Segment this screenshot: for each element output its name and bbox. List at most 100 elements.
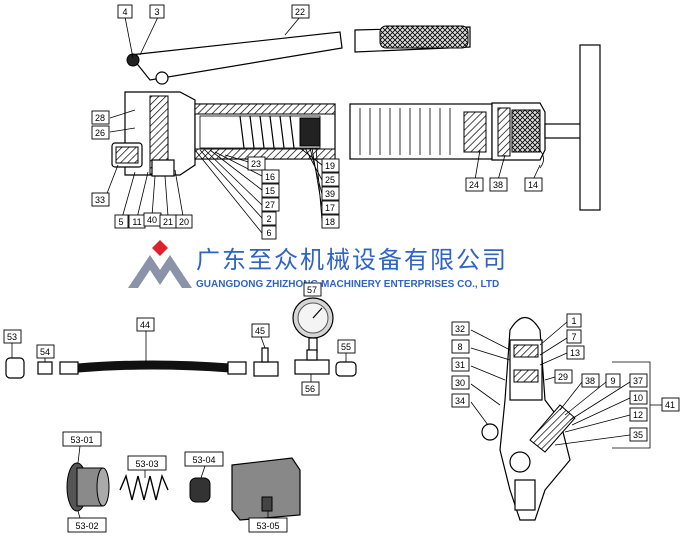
svg-text:25: 25 bbox=[325, 175, 335, 185]
svg-text:53-04: 53-04 bbox=[192, 455, 215, 465]
label-53-03: 53-03 bbox=[127, 455, 167, 471]
svg-text:56: 56 bbox=[305, 384, 315, 394]
label-40: 40 bbox=[143, 212, 162, 227]
label-29: 29 bbox=[554, 369, 573, 384]
svg-text:20: 20 bbox=[179, 217, 189, 227]
svg-text:53: 53 bbox=[7, 332, 17, 342]
label-21: 21 bbox=[159, 214, 177, 229]
svg-text:33: 33 bbox=[95, 195, 105, 205]
label-34: 34 bbox=[451, 393, 470, 408]
svg-text:44: 44 bbox=[140, 320, 150, 330]
svg-text:15: 15 bbox=[265, 186, 275, 196]
svg-text:24: 24 bbox=[469, 180, 479, 190]
svg-text:35: 35 bbox=[633, 430, 643, 440]
label-35: 35 bbox=[629, 427, 648, 442]
label-17: 17 bbox=[321, 200, 340, 215]
company-name-cn: 广东至众机械设备有限公司 bbox=[196, 246, 508, 274]
coupler-leaders bbox=[77, 445, 269, 519]
valve-assembly bbox=[481, 316, 576, 521]
label-53-04: 53-04 bbox=[184, 451, 224, 467]
svg-text:29: 29 bbox=[558, 372, 568, 382]
svg-text:21: 21 bbox=[163, 217, 173, 227]
hand-pump-assembly bbox=[111, 25, 601, 211]
svg-text:30: 30 bbox=[455, 378, 465, 388]
coupler-labels: 53-01 53-03 53-04 53-02 53-05 bbox=[62, 431, 288, 533]
svg-text:5: 5 bbox=[118, 217, 123, 227]
svg-text:26: 26 bbox=[95, 128, 105, 138]
accessory-leaders bbox=[11, 331, 347, 382]
svg-text:4: 4 bbox=[122, 7, 127, 17]
label-57: 57 bbox=[303, 282, 322, 297]
svg-text:10: 10 bbox=[633, 393, 643, 403]
svg-text:53-03: 53-03 bbox=[135, 459, 158, 469]
svg-text:12: 12 bbox=[633, 410, 643, 420]
label-7: 7 bbox=[566, 329, 582, 344]
company-name-en: GUANGDONG ZHIZHONG MACHINERY ENTERPRISES… bbox=[196, 279, 499, 290]
label-39: 39 bbox=[321, 186, 340, 201]
svg-text:6: 6 bbox=[266, 228, 271, 238]
label-20: 20 bbox=[175, 214, 193, 229]
svg-text:11: 11 bbox=[132, 217, 141, 227]
label-32: 32 bbox=[451, 321, 470, 336]
label-16: 16 bbox=[261, 169, 280, 184]
label-18: 18 bbox=[321, 214, 340, 229]
svg-text:34: 34 bbox=[455, 396, 465, 406]
label-4: 4 bbox=[117, 4, 133, 19]
svg-text:38: 38 bbox=[493, 180, 503, 190]
label-9: 9 bbox=[605, 373, 621, 388]
svg-text:18: 18 bbox=[325, 217, 335, 227]
label-14: 14 bbox=[524, 177, 543, 192]
label-55: 55 bbox=[337, 339, 356, 354]
svg-text:41: 41 bbox=[665, 400, 675, 410]
label-54: 54 bbox=[36, 344, 55, 359]
label-11: 11 bbox=[128, 214, 146, 229]
label-8: 8 bbox=[451, 339, 470, 354]
svg-text:40: 40 bbox=[147, 215, 157, 225]
label-38: 38 bbox=[581, 373, 600, 388]
label-53-05: 53-05 bbox=[248, 517, 288, 533]
svg-text:55: 55 bbox=[341, 342, 351, 352]
label-1: 1 bbox=[566, 313, 582, 328]
svg-text:2: 2 bbox=[266, 214, 271, 224]
label-24: 24 bbox=[465, 177, 484, 192]
svg-text:14: 14 bbox=[528, 180, 538, 190]
svg-text:53-05: 53-05 bbox=[256, 521, 279, 531]
label-13: 13 bbox=[566, 345, 585, 360]
svg-text:19: 19 bbox=[325, 161, 335, 171]
svg-text:37: 37 bbox=[633, 376, 643, 386]
label-53: 53 bbox=[3, 329, 22, 344]
label-25: 25 bbox=[321, 172, 340, 187]
label-56: 56 bbox=[301, 381, 320, 396]
label-10: 10 bbox=[629, 390, 648, 405]
svg-text:53-02: 53-02 bbox=[75, 521, 98, 531]
coupler-parts bbox=[66, 457, 301, 521]
svg-text:28: 28 bbox=[95, 113, 105, 123]
svg-text:39: 39 bbox=[325, 189, 335, 199]
pump-leader-lines bbox=[105, 16, 541, 234]
label-38: 38 bbox=[489, 177, 508, 192]
label-15: 15 bbox=[261, 183, 280, 198]
label-19: 19 bbox=[321, 158, 340, 173]
valve-labels: 32 8 31 30 34 1 7 13 29 38 9 37 10 12 35… bbox=[451, 313, 680, 442]
svg-text:16: 16 bbox=[265, 172, 275, 182]
label-2: 2 bbox=[261, 211, 277, 226]
svg-text:38: 38 bbox=[585, 376, 595, 386]
label-23: 23 bbox=[247, 156, 266, 171]
svg-text:53-01: 53-01 bbox=[70, 435, 93, 445]
label-3: 3 bbox=[149, 4, 165, 19]
svg-text:7: 7 bbox=[571, 332, 576, 342]
label-44: 44 bbox=[136, 317, 155, 332]
svg-text:57: 57 bbox=[307, 285, 317, 295]
svg-text:22: 22 bbox=[295, 7, 305, 17]
svg-text:8: 8 bbox=[457, 342, 462, 352]
svg-text:3: 3 bbox=[154, 7, 159, 17]
svg-text:9: 9 bbox=[610, 376, 615, 386]
label-41: 41 bbox=[661, 397, 680, 412]
label-26: 26 bbox=[91, 125, 110, 140]
label-37: 37 bbox=[629, 373, 648, 388]
accessories bbox=[5, 297, 357, 379]
accessory-labels: 53 54 44 45 57 56 55 bbox=[3, 282, 356, 396]
label-6: 6 bbox=[261, 225, 277, 240]
svg-text:54: 54 bbox=[40, 347, 50, 357]
